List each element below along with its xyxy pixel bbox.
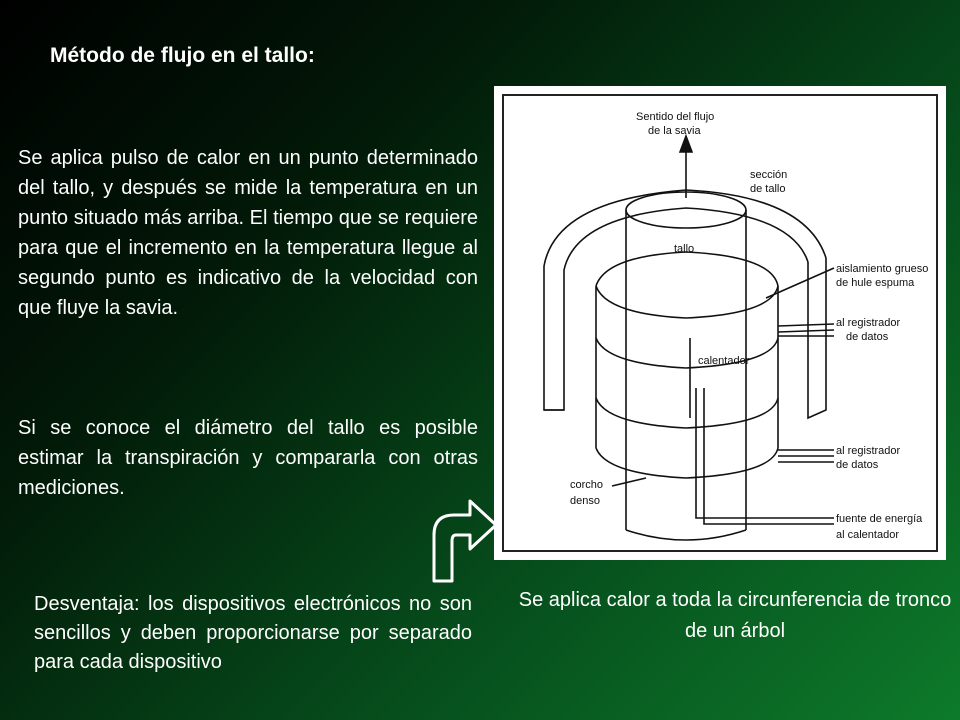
disadvantage-text: Desventaja: los dispositivos electrónico…: [34, 593, 472, 673]
label-cork: corcho: [570, 479, 603, 491]
slide-title: Método de flujo en el tallo:: [50, 44, 315, 67]
label-cork-2: denso: [570, 495, 600, 507]
diagram-caption: Se aplica calor a toda la circunferencia…: [518, 589, 952, 642]
description-paragraph: Se aplica pulso de calor en un punto det…: [18, 147, 478, 319]
transpiration-paragraph: Si se conoce el diámetro del tallo es po…: [18, 417, 478, 499]
label-insulation: aislamiento grueso: [836, 263, 928, 275]
label-insulation-2: de hule espuma: [836, 277, 915, 289]
diagram-border: [502, 94, 938, 552]
curved-arrow-icon: [432, 499, 498, 583]
label-energy-source-2: al calentador: [836, 529, 899, 541]
label-recorder-lower-2: de datos: [836, 459, 879, 471]
label-stem-section: sección: [750, 169, 787, 181]
label-recorder-upper-2: de datos: [846, 331, 889, 343]
label-flow-direction: Sentido del flujo: [636, 111, 714, 123]
diagram-frame: Sentido del flujo de la savia sección de…: [494, 86, 946, 560]
label-energy-source: fuente de energía: [836, 513, 923, 525]
label-stem-section-2: de tallo: [750, 183, 785, 195]
label-heater: calentador: [698, 355, 750, 367]
stem-flow-diagram: Sentido del flujo de la savia sección de…: [543, 111, 928, 541]
label-recorder-lower: al registrador: [836, 445, 901, 457]
label-stem: tallo: [674, 243, 694, 255]
label-recorder-upper: al registrador: [836, 317, 901, 329]
label-flow-direction-2: de la savia: [648, 125, 701, 137]
